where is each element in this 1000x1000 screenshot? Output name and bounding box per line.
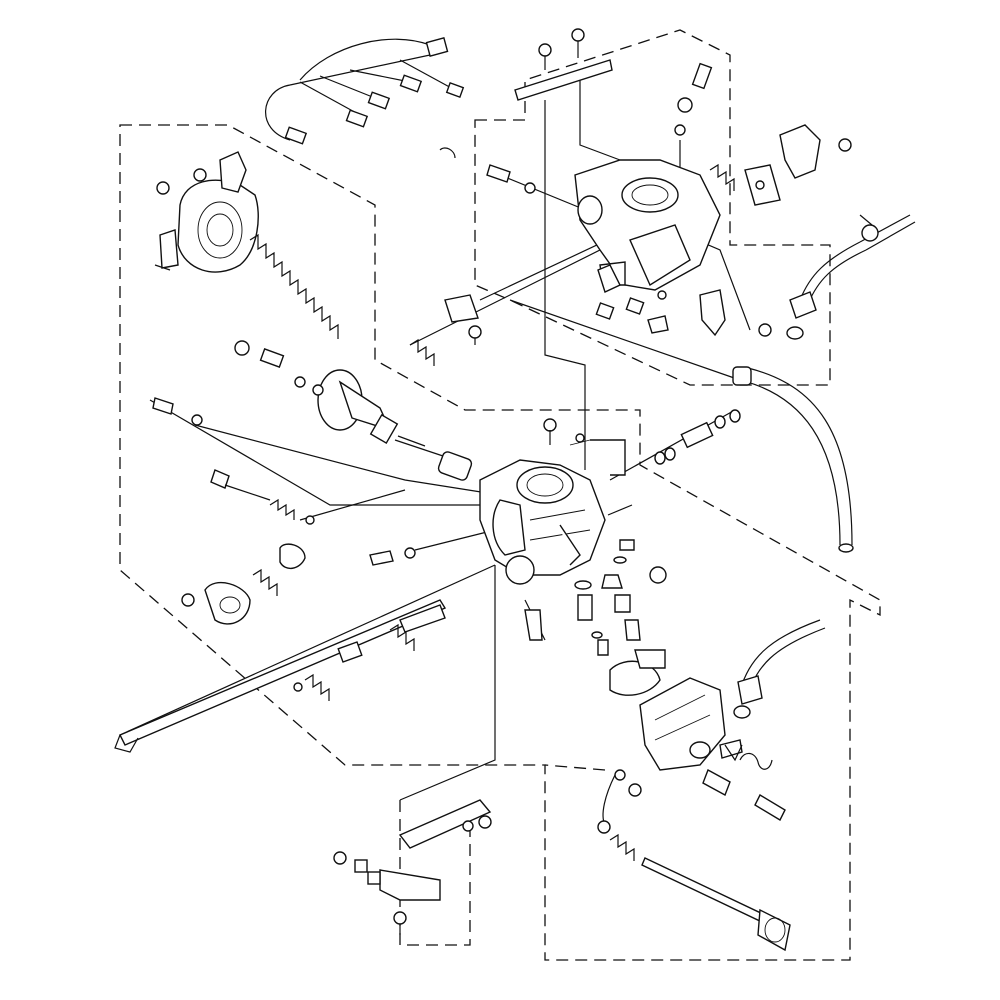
vacuum-piston	[234, 340, 456, 461]
pump-cover	[639, 677, 786, 821]
choke-bracket	[409, 294, 482, 366]
jet-screws-left	[152, 397, 473, 525]
leader-vertical-center	[544, 100, 586, 470]
leader-pilot	[414, 529, 496, 551]
leader-needle	[194, 424, 501, 496]
diaphragm-spring	[249, 233, 339, 339]
lower-right-bracket	[544, 764, 606, 771]
leader-float-right	[609, 409, 736, 481]
throttle-shaft	[114, 599, 447, 753]
left-group-outline	[119, 124, 881, 961]
diaphragm-cover	[154, 151, 259, 273]
carburetor-body	[479, 418, 626, 585]
leader-vertical-left	[399, 565, 496, 801]
wire-harness	[265, 37, 465, 145]
leader-diag-5	[579, 70, 621, 161]
pilot-screw-assembly	[181, 543, 416, 625]
leader-screw-left	[299, 489, 406, 521]
leader-jet-upper	[149, 399, 480, 506]
upper-carburetor	[439, 28, 735, 291]
fuel-hose	[732, 366, 854, 553]
leader-hose	[509, 299, 741, 381]
leader-throttle-shaft	[119, 564, 496, 736]
linkage-group-outline	[399, 800, 471, 946]
linkage-bracket	[333, 799, 492, 935]
pump-rod	[597, 769, 791, 952]
throttle-cable-upper	[786, 214, 916, 340]
pump-cable	[733, 619, 826, 719]
center-jets	[654, 409, 741, 465]
upper-small-parts	[595, 264, 772, 337]
top-right-bracket	[744, 124, 852, 206]
leader-diag-1	[409, 249, 615, 346]
float-chamber-parts	[524, 504, 667, 696]
